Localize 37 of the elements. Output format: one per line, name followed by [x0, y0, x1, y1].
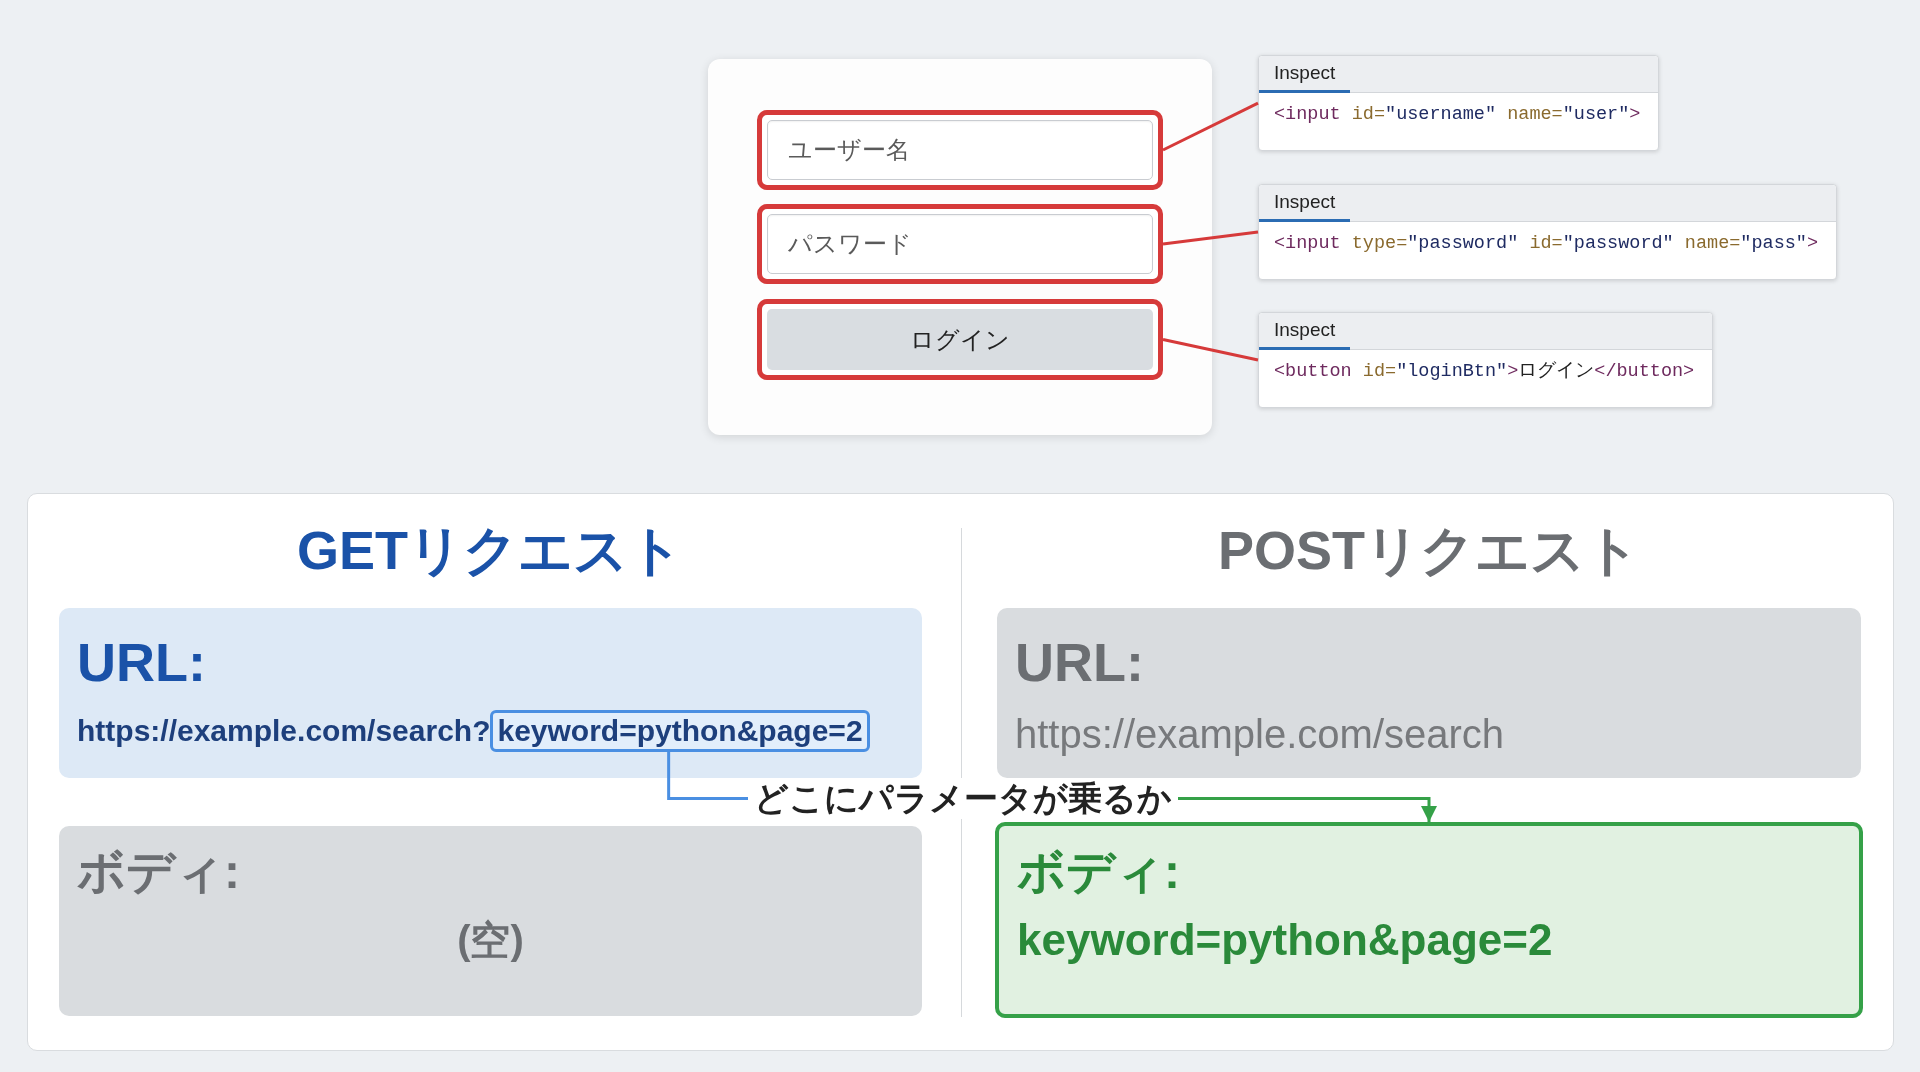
highlight-frame	[757, 204, 1163, 284]
body-box	[995, 822, 1863, 1018]
connector-line	[1162, 230, 1259, 246]
empty-value: (空)	[457, 916, 524, 964]
inspect-tab: Inspect	[1259, 319, 1351, 350]
code-snippet: <input type="password" id="password" name="pass">	[1274, 233, 1819, 254]
highlight-frame	[757, 299, 1163, 380]
inspect-panel	[1258, 55, 1660, 152]
field-label: URL:	[77, 631, 206, 694]
url-text: https://example.com/search	[1015, 710, 1505, 758]
login-form-card	[708, 59, 1212, 435]
section-title: POSTリクエスト	[1218, 519, 1640, 582]
connector-line	[1162, 338, 1259, 362]
arrow	[1178, 796, 1437, 822]
body-box	[59, 826, 922, 1016]
url-box	[997, 608, 1861, 778]
inspect-tab: Inspect	[1259, 191, 1351, 222]
comparison-card	[27, 493, 1894, 1051]
highlight-frame	[757, 110, 1163, 190]
login-button: ログイン	[767, 309, 1153, 370]
inspect-tab: Inspect	[1259, 62, 1351, 93]
section-title: GETリクエスト	[297, 519, 683, 582]
leader-line	[667, 751, 748, 800]
field-label: URL:	[1015, 631, 1144, 694]
inspect-panel	[1258, 184, 1838, 281]
url-box	[59, 608, 922, 778]
input-field: パスワード	[767, 214, 1153, 274]
highlighted-query: keyword=python&page=2	[490, 709, 870, 752]
field-label: ボディ:	[1017, 844, 1180, 900]
url-text: https://example.com/search?	[77, 712, 491, 749]
inspect-panel	[1258, 312, 1714, 409]
input-field: ユーザー名	[767, 120, 1153, 180]
code-snippet: <button id="loginBtn">ログイン</button>	[1274, 361, 1695, 382]
code-snippet: <input id="username" name="user">	[1274, 104, 1641, 125]
field-label: ボディ:	[77, 844, 240, 900]
connector-line	[1162, 101, 1259, 152]
body-text: keyword=python&page=2	[1017, 913, 1553, 966]
